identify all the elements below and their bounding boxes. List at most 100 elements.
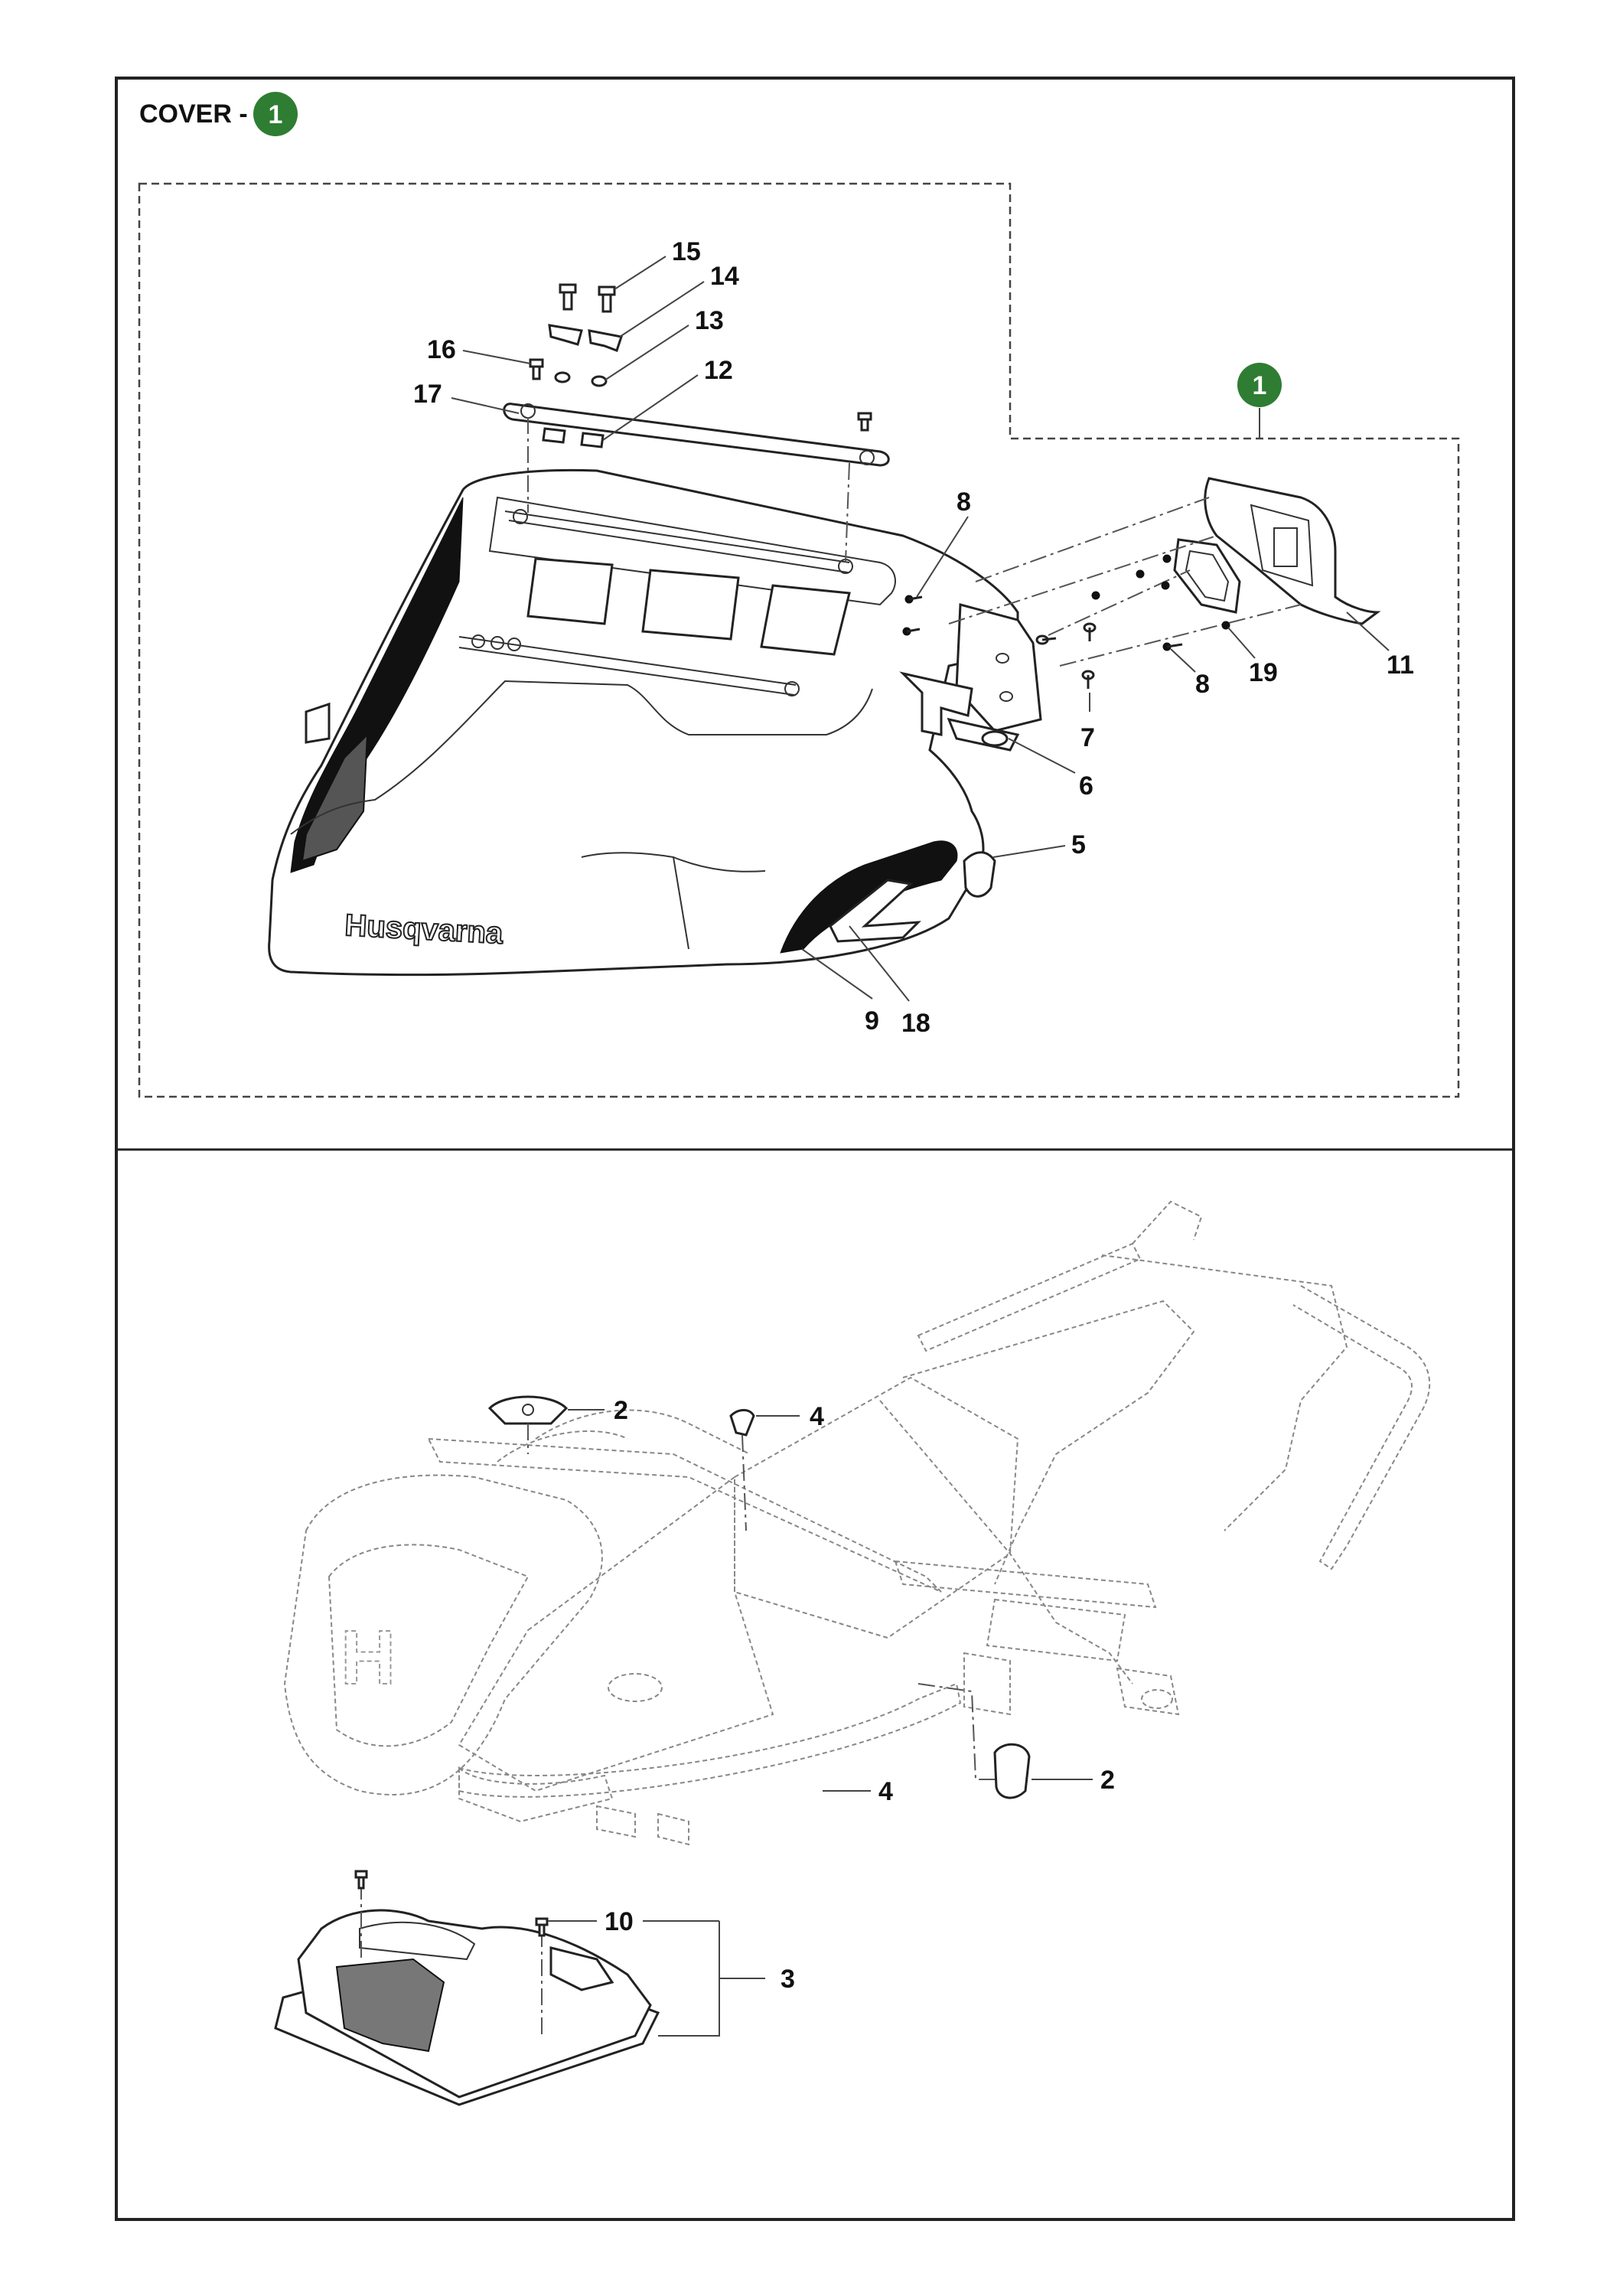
callout-leader: [1170, 648, 1196, 673]
mower-frame: H: [283, 1200, 1431, 1846]
console-face: [1250, 504, 1314, 587]
callout-number: 17: [413, 380, 442, 409]
callout-4-bottom: 4: [823, 1777, 893, 1806]
clip-leader-dash: [917, 1683, 995, 1780]
callout-leader: [1346, 612, 1390, 651]
hood-grille: [301, 732, 369, 863]
screw-strap-right: [857, 412, 872, 432]
screw-shank: [908, 595, 923, 601]
frame-cross-member: [986, 1598, 1126, 1662]
rail-hole: [784, 681, 800, 696]
section-badge-number: 1: [269, 100, 283, 129]
frame-engine-cowl: [283, 1474, 603, 1795]
hood-side-vent: [829, 879, 921, 943]
strap-bar: [503, 403, 890, 467]
callout-leader: [916, 516, 969, 598]
screw-7b: [1081, 670, 1095, 689]
screw-console-4: [1161, 581, 1170, 590]
callout-6: 6: [1008, 738, 1093, 801]
screw-8b: [902, 627, 921, 636]
battery-cover-vent: [335, 1958, 445, 2053]
fuel-cap-2-top: [487, 1395, 569, 1454]
clip-body: [993, 1743, 1031, 1799]
bolt-shank: [538, 1923, 546, 1937]
callout-8-right: 8: [1170, 648, 1210, 699]
hood-lower-step: [581, 852, 766, 950]
washer-13: [554, 371, 571, 383]
section-title: COVER -: [139, 99, 248, 129]
screw-bracket: [1035, 634, 1057, 645]
console-shell: [1204, 477, 1381, 625]
clip-body: [729, 1409, 755, 1437]
frame-emblem: H: [341, 1615, 396, 1701]
frame-axle-tube: [894, 1560, 1157, 1609]
hood-strap: [503, 403, 890, 467]
assembly-line: [1048, 569, 1191, 636]
clip-14b: [588, 329, 623, 352]
battery-cover-3: [274, 1883, 660, 2106]
frame-chassis-plate: [458, 1476, 774, 1792]
screw-8c-shank: [1166, 643, 1183, 648]
frame-wheel-hub: [1141, 1689, 1173, 1709]
clip-dash: [741, 1434, 747, 1531]
callout-14: 14: [619, 262, 739, 338]
frame-engine-cowl-inner: [328, 1544, 530, 1747]
callout-number: 9: [865, 1006, 879, 1035]
screw-console-2: [1091, 591, 1100, 600]
frame-pulley: [608, 1673, 663, 1702]
frame-main-rail: [879, 1400, 1133, 1684]
console-slot: [1273, 527, 1298, 567]
console-panel-inner: [1185, 550, 1230, 602]
frame-main-rail: [902, 1300, 1195, 1585]
assembly-badge-circle: [1237, 363, 1282, 407]
hood-rail-upper: [504, 510, 850, 573]
bracket-hole: [996, 653, 1009, 664]
alignment-line: [845, 462, 850, 563]
callout-number: 8: [957, 488, 971, 517]
callout-number: 15: [672, 237, 701, 266]
bracket-mount: [981, 730, 1009, 747]
callout-2-bottom: 2: [1031, 1766, 1115, 1795]
frame-side-rail: [427, 1437, 942, 1593]
callout-11: 11: [1346, 612, 1414, 680]
brand-logo: Husqvarna: [344, 908, 505, 951]
callout-number: 13: [695, 306, 724, 335]
callout-leader: [801, 948, 873, 1000]
callout-number: 16: [427, 335, 456, 364]
nut-12b: [580, 432, 605, 448]
clip-4-top: [729, 1409, 755, 1531]
callout-number: 6: [1079, 771, 1093, 801]
frame-side-rail: [535, 1409, 751, 1455]
callout-number: 8: [1195, 670, 1210, 699]
hood-panel-line: [290, 680, 873, 835]
callout-number: 7: [1080, 723, 1095, 752]
callout-number: 19: [1249, 658, 1278, 687]
section-badge: 1: [253, 92, 298, 136]
hood-window-2: [641, 569, 740, 641]
callout-leader: [1008, 738, 1076, 774]
callout-number: 3: [781, 1965, 795, 1994]
callout-leader: [992, 845, 1066, 858]
bolt-15b: [559, 283, 577, 311]
callout-leader: [451, 397, 520, 414]
assembly-boundary: [138, 182, 1460, 1098]
rear-bracket: [899, 603, 1042, 752]
callout-leader: [614, 256, 666, 290]
section-badge-circle: [253, 92, 298, 136]
nut-12: [542, 427, 566, 444]
battery-cover-right-step: [549, 1946, 614, 1991]
screw-shank: [1041, 637, 1057, 641]
frame-chassis-plate: [734, 1376, 1019, 1639]
callout-bracket: [658, 1921, 720, 2037]
clip-2-bottom: [917, 1683, 1031, 1799]
cap-center: [522, 1404, 534, 1416]
assembly-line: [975, 497, 1210, 582]
frame-rear-rail: [1101, 1254, 1348, 1531]
callout-number: 18: [901, 1009, 930, 1038]
callout-18: 18: [849, 925, 930, 1038]
screw-19: [1221, 621, 1230, 630]
callout-leader: [1227, 627, 1256, 659]
rail-hole: [471, 634, 485, 648]
callout-5: 5: [992, 830, 1086, 859]
